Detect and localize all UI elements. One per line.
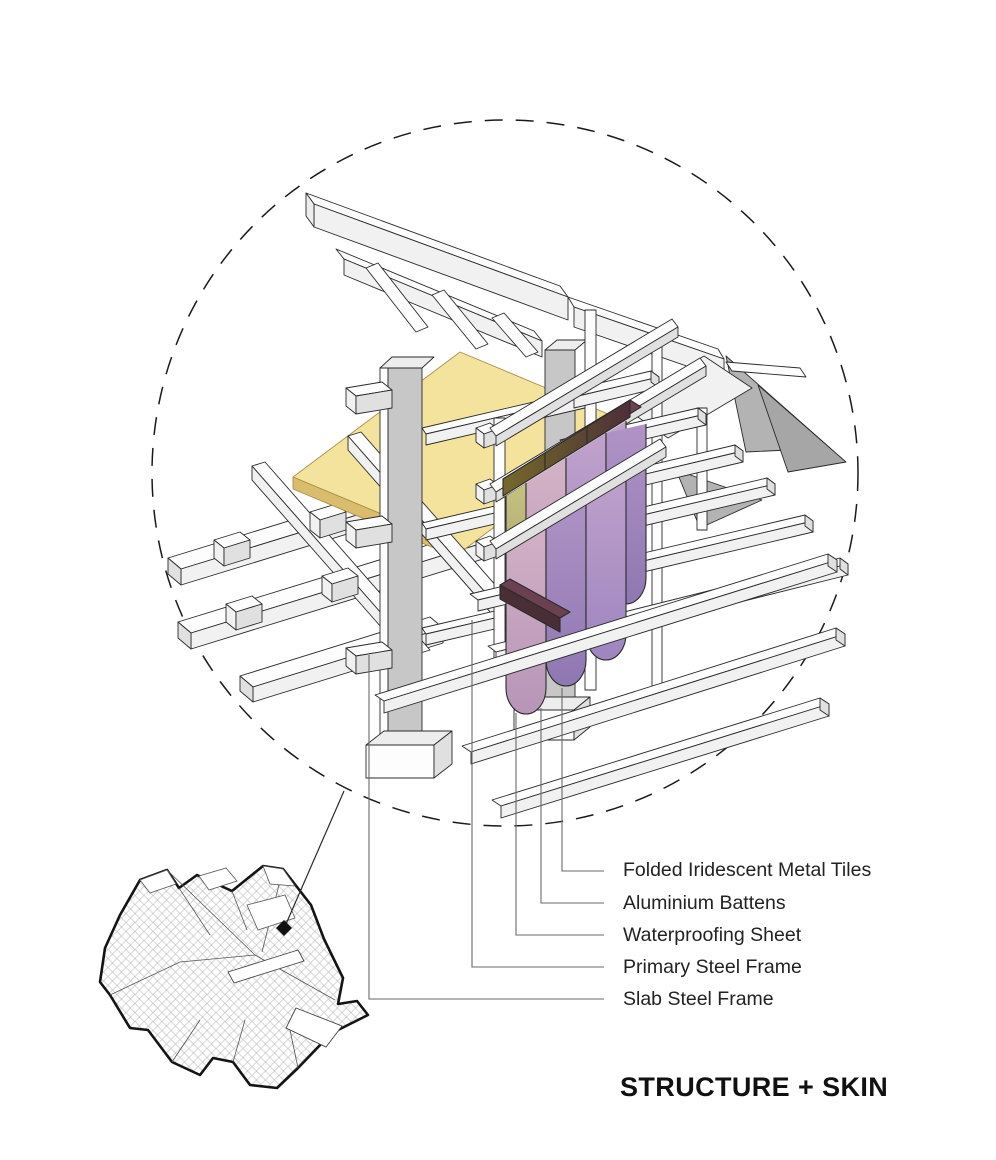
- sketch-side-box: [285, 1007, 343, 1048]
- diagram-title: STRUCTURE + SKIN: [620, 1072, 889, 1102]
- front-roof-batten: [475, 438, 667, 562]
- leader-primary-steel-frame: [471, 620, 604, 968]
- leader-folded-iridescent-metal-tiles: [561, 688, 604, 872]
- leader-lines: [368, 620, 604, 1000]
- tile-fold-front-face: [502, 399, 631, 497]
- label-primary-steel-frame: Primary Steel Frame: [623, 956, 802, 978]
- label-aluminium-battens: Aluminium Battens: [623, 892, 786, 914]
- location-diamond-marker: [276, 920, 292, 936]
- long-bottom-rails: [374, 553, 846, 819]
- label-waterproofing-sheet: Waterproofing Sheet: [623, 924, 802, 946]
- leader-slab-steel-frame: [368, 655, 604, 1000]
- tile-fold-lower-front: [499, 584, 561, 633]
- roof-truss: [305, 192, 847, 473]
- column-stubs: [345, 381, 393, 675]
- label-slab-steel-frame: Slab Steel Frame: [623, 988, 774, 1010]
- sketch-roof-slot: [227, 949, 305, 984]
- beam-connector-blocks: [213, 503, 347, 631]
- detail-circle-outline: [151, 119, 859, 827]
- label-folded-iridescent-metal-tiles: Folded Iridescent Metal Tiles: [623, 859, 872, 881]
- folded-iridescent-metal-tiles: [499, 399, 647, 715]
- leader-aluminium-battens: [540, 708, 604, 904]
- leader-waterproofing-sheet: [515, 713, 604, 936]
- detail-reference-line: [285, 790, 345, 925]
- building-massing-sketch: [98, 864, 370, 1090]
